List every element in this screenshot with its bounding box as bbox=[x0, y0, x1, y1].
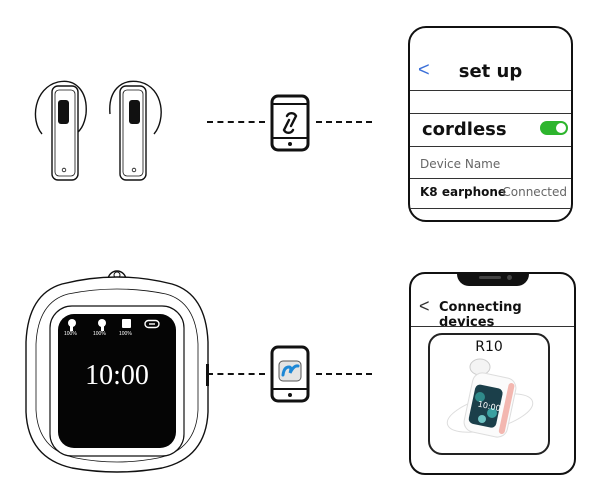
phone-app-icon bbox=[270, 345, 310, 403]
left-bud-battery: 100% bbox=[64, 331, 77, 337]
clock-time: 10:00 bbox=[85, 360, 149, 391]
device-card[interactable]: R10 10:00 bbox=[428, 333, 550, 455]
case-battery: 100% bbox=[119, 331, 132, 337]
connecting-header bbox=[411, 274, 574, 327]
link-status-icon bbox=[144, 319, 160, 329]
toggle-knob bbox=[556, 123, 566, 133]
setup-header bbox=[410, 28, 571, 91]
connection-line-right bbox=[316, 121, 372, 123]
cordless-toggle[interactable] bbox=[540, 121, 568, 135]
case-battery-icon bbox=[122, 319, 131, 328]
case-screen: 100% 100% 100% 10:00 bbox=[58, 314, 176, 448]
device-card-title: R10 bbox=[475, 339, 503, 355]
device-status: Connected bbox=[502, 185, 567, 199]
phone-setup-screen: < set up cordless Device Name K8 earphon… bbox=[408, 26, 573, 222]
cordless-row bbox=[410, 114, 571, 147]
connection-line-left bbox=[207, 373, 265, 375]
earbuds-illustration bbox=[28, 70, 168, 185]
device-name-row bbox=[410, 147, 571, 179]
earbuds-icon bbox=[34, 80, 162, 181]
right-earbud-icon bbox=[98, 319, 106, 331]
link-icon bbox=[270, 94, 310, 152]
device-name: K8 earphone bbox=[420, 185, 507, 199]
app-check-icon bbox=[270, 345, 310, 403]
divider bbox=[410, 90, 571, 114]
device-name-label: Device Name bbox=[420, 157, 501, 171]
connection-line-right bbox=[316, 373, 372, 375]
phone-notch bbox=[457, 274, 529, 286]
phone-link-icon bbox=[270, 94, 310, 152]
device-row[interactable] bbox=[410, 179, 571, 209]
left-earbud-icon bbox=[68, 319, 76, 331]
page-title: Connecting devices bbox=[439, 300, 522, 330]
cordless-label: cordless bbox=[422, 119, 507, 140]
phone-connecting-screen: < Connecting devices R10 10:00 bbox=[409, 272, 576, 475]
back-button[interactable]: < bbox=[418, 59, 430, 81]
device-product-image: 10:00 bbox=[446, 358, 534, 438]
right-bud-battery: 100% bbox=[93, 331, 106, 337]
page-title: set up bbox=[458, 61, 523, 82]
charging-case-illustration bbox=[22, 262, 212, 478]
connection-line-left bbox=[207, 121, 265, 123]
back-button[interactable]: < bbox=[419, 296, 430, 316]
charging-case-icon bbox=[25, 270, 209, 473]
